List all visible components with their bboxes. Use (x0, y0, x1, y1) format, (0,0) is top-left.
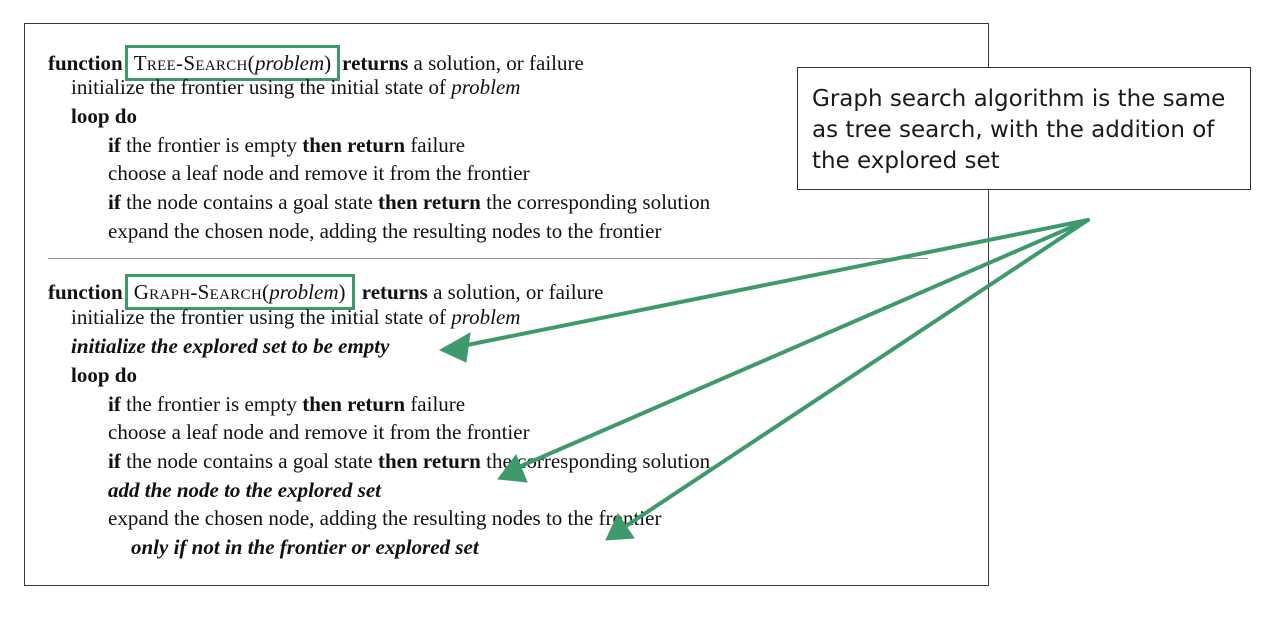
tree-if-goal-line: if the node contains a goal state then r… (108, 189, 710, 215)
keyword-then-return: then return (378, 449, 481, 473)
function-name: Tree-Search( (133, 51, 255, 75)
expand-text: expand the chosen node, adding the resul… (108, 506, 662, 530)
graph-if-goal-line: if the node contains a goal state then r… (108, 448, 710, 474)
tree-choose-line: choose a leaf node and remove it from th… (108, 160, 530, 186)
keyword-if: if (108, 190, 121, 214)
callout-text: Graph search algorithm is the same as tr… (812, 86, 1226, 174)
keyword-loop: loop do (71, 363, 137, 387)
if-rest: the corresponding solution (480, 190, 711, 214)
tree-loop-line: loop do (71, 103, 137, 129)
init-text: initialize the frontier using the initia… (71, 75, 452, 99)
keyword-then-return: then return (302, 133, 406, 157)
tree-expand-line: expand the chosen node, adding the resul… (108, 218, 661, 244)
graph-search-name-highlight: Graph-Search(problem) (124, 274, 355, 310)
graph-add-explored-line: add the node to the explored set (108, 477, 381, 503)
tree-if-empty-line: if the frontier is empty then return fai… (108, 132, 465, 158)
init-arg: problem (451, 305, 521, 329)
callout-box: Graph search algorithm is the same as tr… (797, 67, 1251, 190)
if-text: the frontier is empty (120, 133, 303, 157)
if-rest: failure (405, 392, 466, 416)
keyword-if: if (108, 449, 121, 473)
if-text: the node contains a goal state (120, 190, 378, 214)
init-text: initialize the frontier using the initia… (71, 305, 452, 329)
if-rest: the corresponding solution (480, 449, 711, 473)
tree-search-name-highlight: Tree-Search(problem) (124, 45, 341, 81)
keyword-loop: loop do (71, 104, 137, 128)
keyword-then-return: then return (302, 392, 406, 416)
choose-text: choose a leaf node and remove it from th… (108, 420, 530, 444)
keyword-then-return: then return (378, 190, 481, 214)
expand-text: expand the chosen node, adding the resul… (108, 219, 662, 243)
graph-init-explored-line: initialize the explored set to be empty (71, 333, 389, 359)
if-rest: failure (405, 133, 466, 157)
graph-loop-line: loop do (71, 362, 137, 388)
graph-expand-line: expand the chosen node, adding the resul… (108, 505, 661, 531)
function-close: ) (324, 51, 332, 75)
keyword-returns: returns (361, 280, 428, 304)
keyword-function: function (48, 51, 123, 75)
returns-text: a solution, or failure (408, 51, 584, 75)
choose-text: choose a leaf node and remove it from th… (108, 161, 530, 185)
keyword-function: function (48, 280, 123, 304)
keyword-returns: returns (342, 51, 409, 75)
if-text: the frontier is empty (120, 392, 303, 416)
section-divider (48, 258, 928, 259)
keyword-if: if (108, 392, 121, 416)
function-name: Graph-Search( (133, 280, 270, 304)
init-arg: problem (451, 75, 521, 99)
only-if-text: only if not in the frontier or explored … (131, 535, 479, 559)
function-arg: problem (269, 280, 339, 304)
keyword-if: if (108, 133, 121, 157)
graph-only-if-line: only if not in the frontier or explored … (131, 534, 479, 560)
graph-choose-line: choose a leaf node and remove it from th… (108, 419, 530, 445)
init-explored-text: initialize the explored set to be empty (71, 334, 390, 358)
if-text: the node contains a goal state (120, 449, 378, 473)
tree-init-line: initialize the frontier using the initia… (71, 74, 520, 100)
function-arg: problem (254, 51, 325, 75)
add-explored-text: add the node to the explored set (108, 478, 381, 502)
graph-if-empty-line: if the frontier is empty then return fai… (108, 391, 465, 417)
function-close: ) (338, 280, 346, 304)
graph-init-line: initialize the frontier using the initia… (71, 304, 520, 330)
returns-text: a solution, or failure (427, 280, 604, 304)
